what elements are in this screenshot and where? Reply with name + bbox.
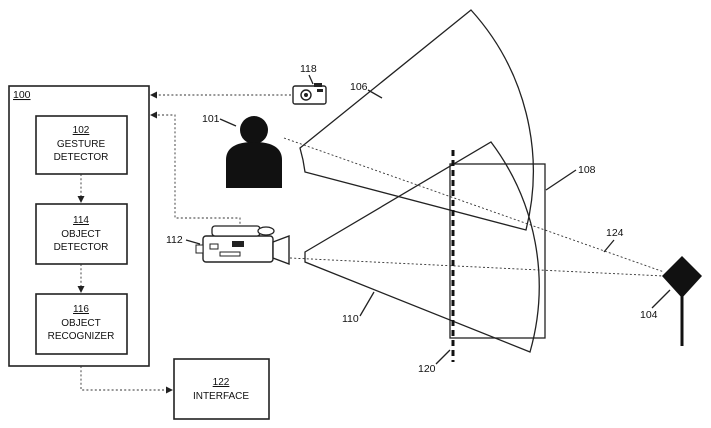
leader-124 [603,239,615,253]
object-detector-line1: OBJECT [61,229,100,240]
object-recognizer-ref: 116 [73,304,89,315]
leader-106 [367,89,383,99]
label-104: 104 [640,309,658,321]
interface-ref: 122 [213,377,230,388]
video-camera-icon [195,225,290,266]
leader-118 [308,74,314,85]
object-recognizer-block: 116 OBJECT RECOGNIZER [35,293,128,355]
gesture-detector-ref: 102 [73,125,90,136]
gesture-detector-line2: DETECTOR [54,152,109,163]
region-108 [449,163,546,339]
leader-110 [359,291,375,317]
object-sign-icon [662,256,702,346]
still-camera-icon [292,83,327,105]
leader-112 [185,239,201,245]
label-101: 101 [202,113,220,125]
ray-person-object [283,137,665,273]
label-110: 110 [342,313,359,325]
object-detector-ref: 114 [73,215,89,226]
object-detector-block: 114 OBJECT DETECTOR [35,203,128,265]
fov-106 [299,9,534,231]
gesture-detector-block: 102 GESTURE DETECTOR [35,115,128,175]
leader-104 [651,289,671,309]
interface-block: 122 INTERFACE [173,358,270,420]
label-108: 108 [578,164,596,176]
object-recognizer-line1: OBJECT [61,318,100,329]
object-detector-line2: DETECTOR [54,242,109,253]
connector-100-122 [80,366,173,394]
label-118: 118 [300,63,317,75]
gesture-detector-line1: GESTURE [57,139,106,150]
connector-112-100 [150,111,241,228]
interface-line1: INTERFACE [193,391,249,402]
person-icon [226,116,282,188]
label-120: 120 [418,363,436,375]
leader-108 [545,169,577,191]
system-ref: 100 [13,89,31,101]
label-112: 112 [166,234,183,246]
leader-120 [435,349,451,365]
label-124: 124 [606,227,624,239]
fov-110 [304,141,540,353]
label-106: 106 [350,81,368,93]
leader-101 [219,118,237,127]
ray-camera-object [289,257,665,277]
object-recognizer-line2: RECOGNIZER [48,331,115,342]
